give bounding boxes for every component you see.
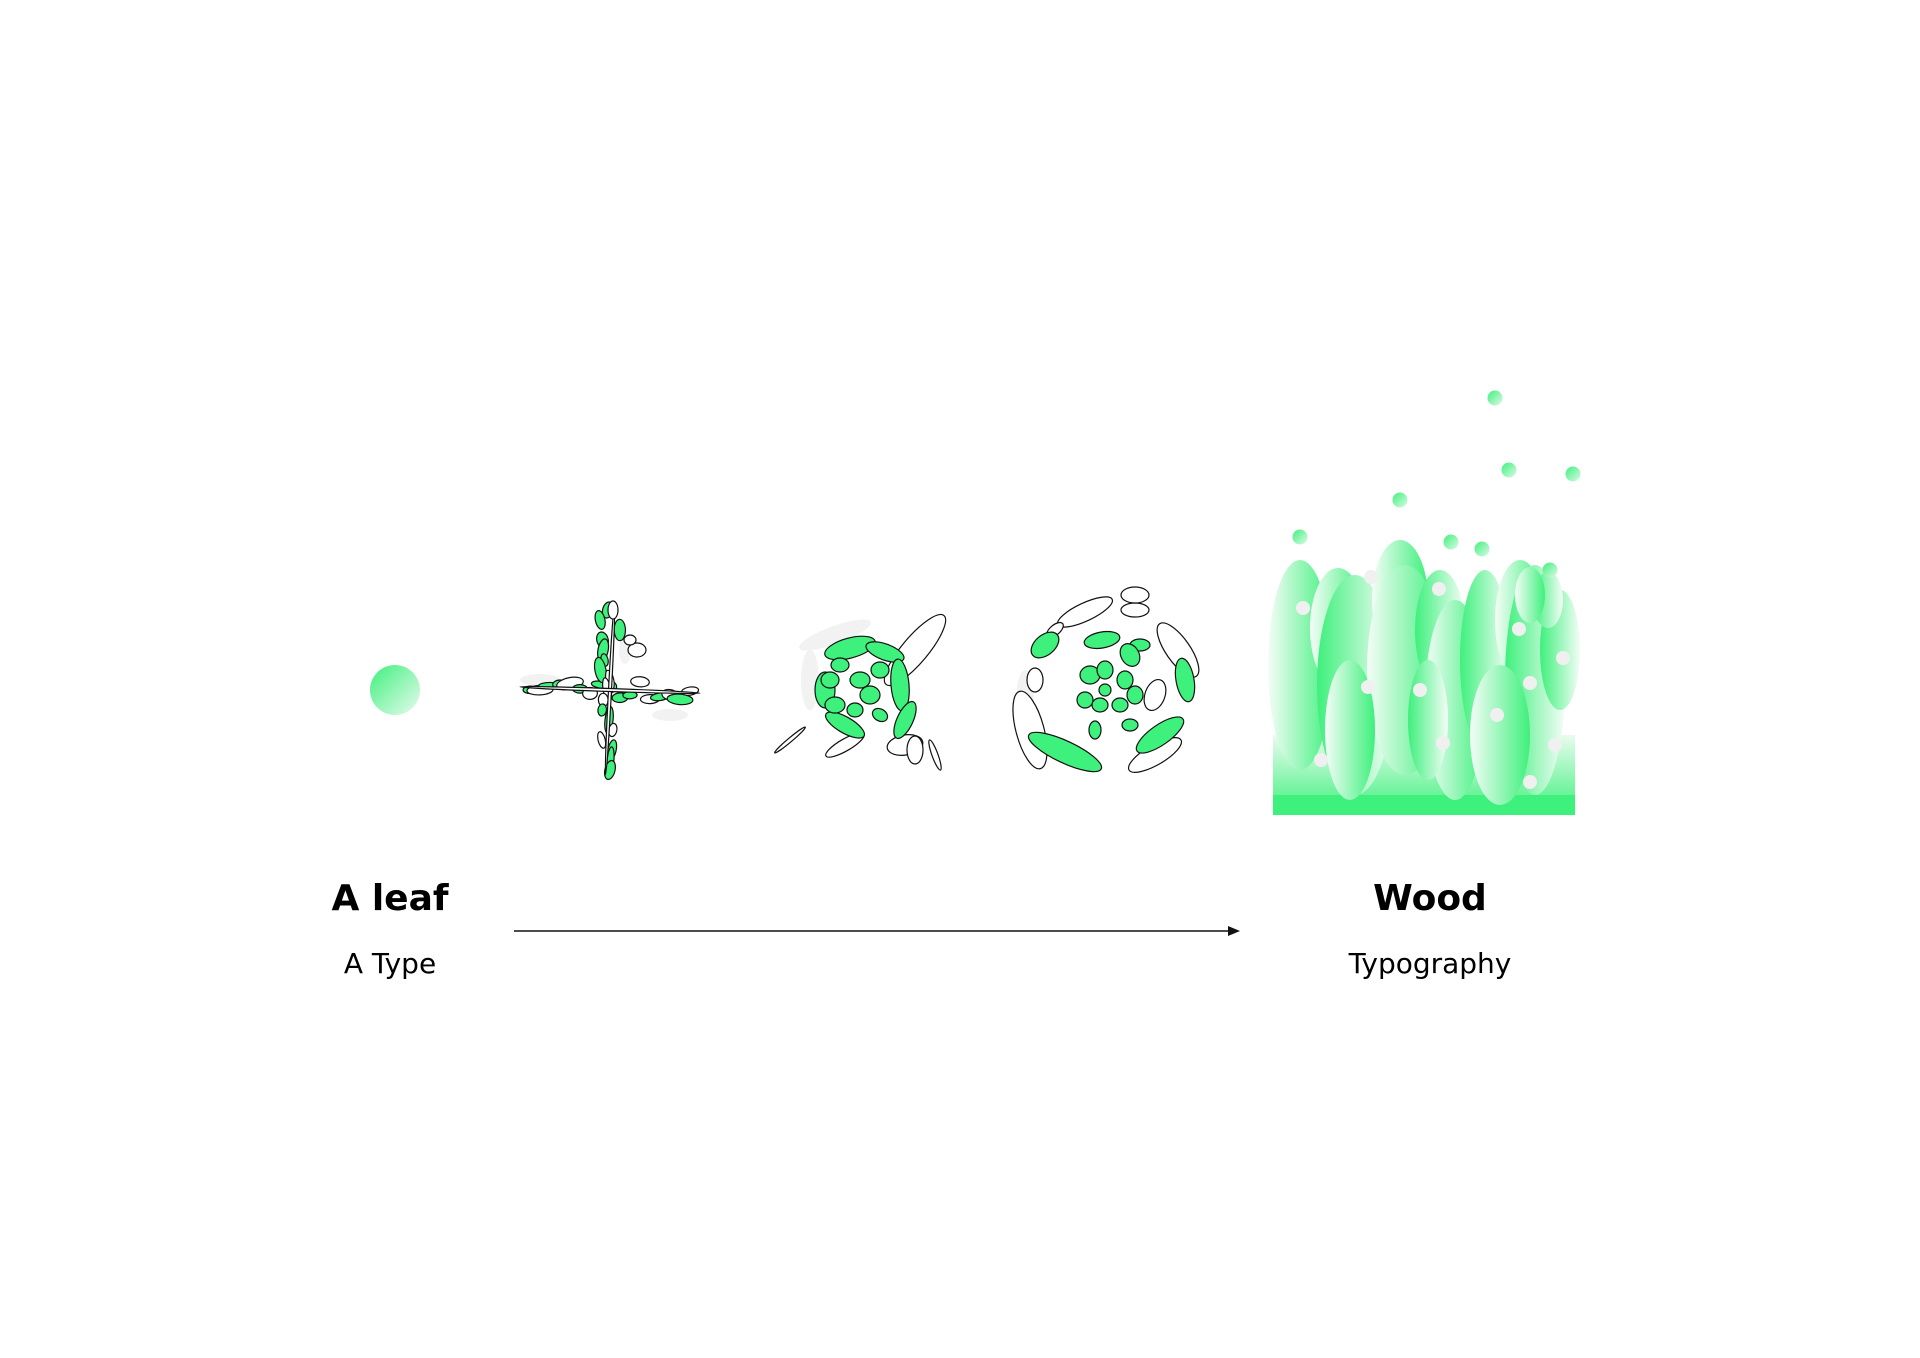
swirl-illustration	[774, 613, 947, 771]
swirl-petal	[928, 739, 942, 771]
forest-dot-white	[1413, 683, 1427, 697]
swirl-shadow	[799, 619, 871, 651]
swirl-leaf	[824, 711, 866, 739]
floating-leaf	[1501, 462, 1517, 478]
ring-petal	[1120, 602, 1150, 618]
cross-burst-illustration	[519, 600, 701, 781]
swirl-shadow	[801, 650, 819, 710]
swirl-petal	[906, 735, 924, 765]
swirl-leaf	[865, 641, 905, 663]
forest-illustration	[1268, 390, 1581, 815]
start-title: A leaf	[331, 878, 449, 919]
cross-leaf	[666, 693, 694, 706]
ring-leaf	[1088, 720, 1102, 740]
ring-leaf	[1030, 631, 1060, 659]
floating-leaf	[1292, 529, 1308, 545]
cross-leaf	[594, 610, 606, 630]
ring-leaf	[1111, 697, 1129, 713]
swirl-leaf	[871, 707, 889, 723]
cross-bubble	[623, 634, 637, 646]
ring-leaf	[1121, 718, 1139, 732]
floating-leaf	[1392, 492, 1408, 508]
floating-leaf	[1542, 562, 1558, 578]
ring-leaf	[1096, 660, 1114, 680]
cross-bubble	[607, 600, 619, 620]
cross-leaf	[597, 731, 607, 749]
forest-tree	[1515, 567, 1545, 623]
forest-dot-white	[1432, 582, 1446, 596]
ring-leaf	[1116, 670, 1134, 690]
swirl-leaf	[859, 685, 881, 705]
ring-leaf	[1091, 697, 1109, 713]
forest-dot-white	[1436, 736, 1450, 750]
ring-petal	[1143, 678, 1167, 712]
start-subtitle: A Type	[343, 947, 437, 980]
forest-dot-white	[1364, 570, 1378, 584]
swirl-leaf	[820, 671, 840, 689]
forest-ground-band	[1273, 795, 1575, 815]
swirl-leaf	[870, 661, 890, 679]
swirl-leaf	[893, 700, 917, 740]
forest-dot-white	[1361, 680, 1375, 694]
ring-leaf	[1027, 731, 1103, 773]
ring-leaf	[1135, 716, 1185, 754]
swirl-leaf	[824, 696, 846, 714]
end-subtitle: Typography	[1348, 947, 1512, 980]
forest-tree	[1325, 660, 1375, 800]
forest-dot-white	[1523, 775, 1537, 789]
cross-leaf	[613, 618, 627, 642]
ring-leaf	[1126, 685, 1144, 705]
ring-petal	[1026, 667, 1044, 693]
floating-leaf	[1487, 390, 1503, 406]
forest-dot-white	[1512, 622, 1526, 636]
cross-leaf	[680, 686, 700, 696]
swirl-leaf	[846, 702, 864, 718]
floating-leaf	[1443, 534, 1459, 550]
ring-illustration	[1012, 586, 1200, 773]
swirl-stem	[774, 726, 806, 754]
forest-dot-white	[1548, 738, 1562, 752]
cross-stem	[519, 685, 701, 695]
ring-leaf	[1083, 630, 1121, 650]
cross-leaf	[630, 676, 650, 688]
ring-leaf	[1098, 683, 1112, 697]
forest-dot-white	[1296, 601, 1310, 615]
swirl-leaf	[830, 657, 850, 673]
forest-dot-white	[1314, 753, 1328, 767]
floating-leaf	[1474, 541, 1490, 557]
forest-dot-white	[1523, 676, 1537, 690]
forest-dot-white	[1556, 651, 1570, 665]
forest-dot-white	[1490, 708, 1504, 722]
end-title: Wood	[1373, 878, 1487, 919]
ring-petal	[1120, 586, 1150, 604]
ring-petal	[1012, 690, 1048, 770]
forest-tree	[1470, 665, 1530, 805]
floating-leaf	[1565, 466, 1581, 482]
leaf-dot	[370, 665, 420, 715]
swirl-leaf	[849, 671, 871, 689]
cross-bubble	[627, 642, 647, 658]
cross-shadow	[652, 709, 688, 721]
ring-leaf	[1119, 643, 1141, 667]
ring-leaf	[1076, 691, 1094, 709]
cross-leaf	[597, 703, 608, 717]
forest-tree	[1408, 660, 1448, 780]
ring-leaf	[1174, 657, 1196, 703]
progression-arrow	[514, 926, 1240, 936]
